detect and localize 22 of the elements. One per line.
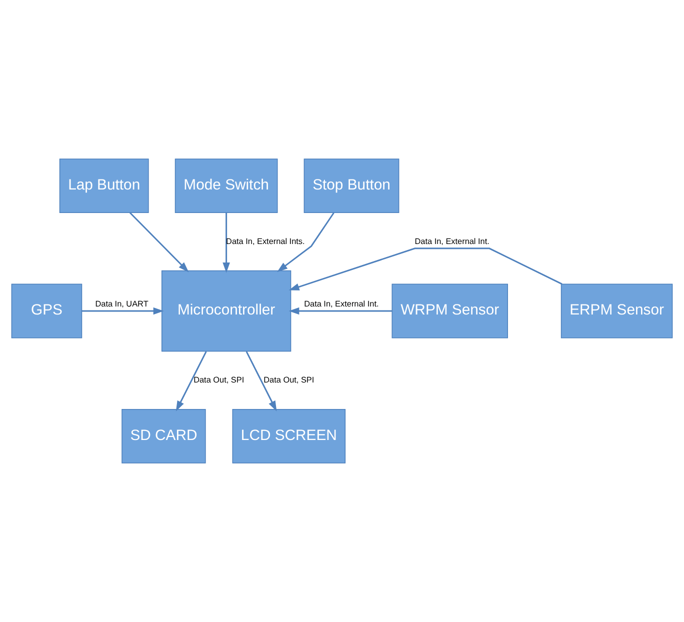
node-box: Mode Switch xyxy=(174,158,278,213)
arrow xyxy=(222,212,230,273)
arrow xyxy=(288,248,562,290)
arrow xyxy=(82,307,164,315)
node-box: Lap Button xyxy=(59,158,149,213)
arrow xyxy=(277,212,334,272)
edge-label: Data In, UART xyxy=(95,299,148,308)
node-box: WRPM Sensor xyxy=(392,284,508,338)
arrow xyxy=(129,212,189,272)
node-box: LCD SCREEN xyxy=(232,409,346,464)
node-box: Stop Button xyxy=(304,158,400,213)
node-box: SD CARD xyxy=(122,409,206,464)
node-box: GPS xyxy=(11,284,82,338)
arrow xyxy=(246,351,277,412)
arrow xyxy=(176,351,207,412)
edge-label: Data In, External Int. xyxy=(304,299,379,308)
node-box: ERPM Sensor xyxy=(560,284,673,338)
arrow xyxy=(288,307,392,315)
edge-label: Data In, External Int. xyxy=(414,236,490,246)
edge-label: Data Out, SPI xyxy=(264,375,314,384)
node-box: Microcontroller xyxy=(161,270,292,352)
edge-label: Data Out, SPI xyxy=(194,375,244,384)
